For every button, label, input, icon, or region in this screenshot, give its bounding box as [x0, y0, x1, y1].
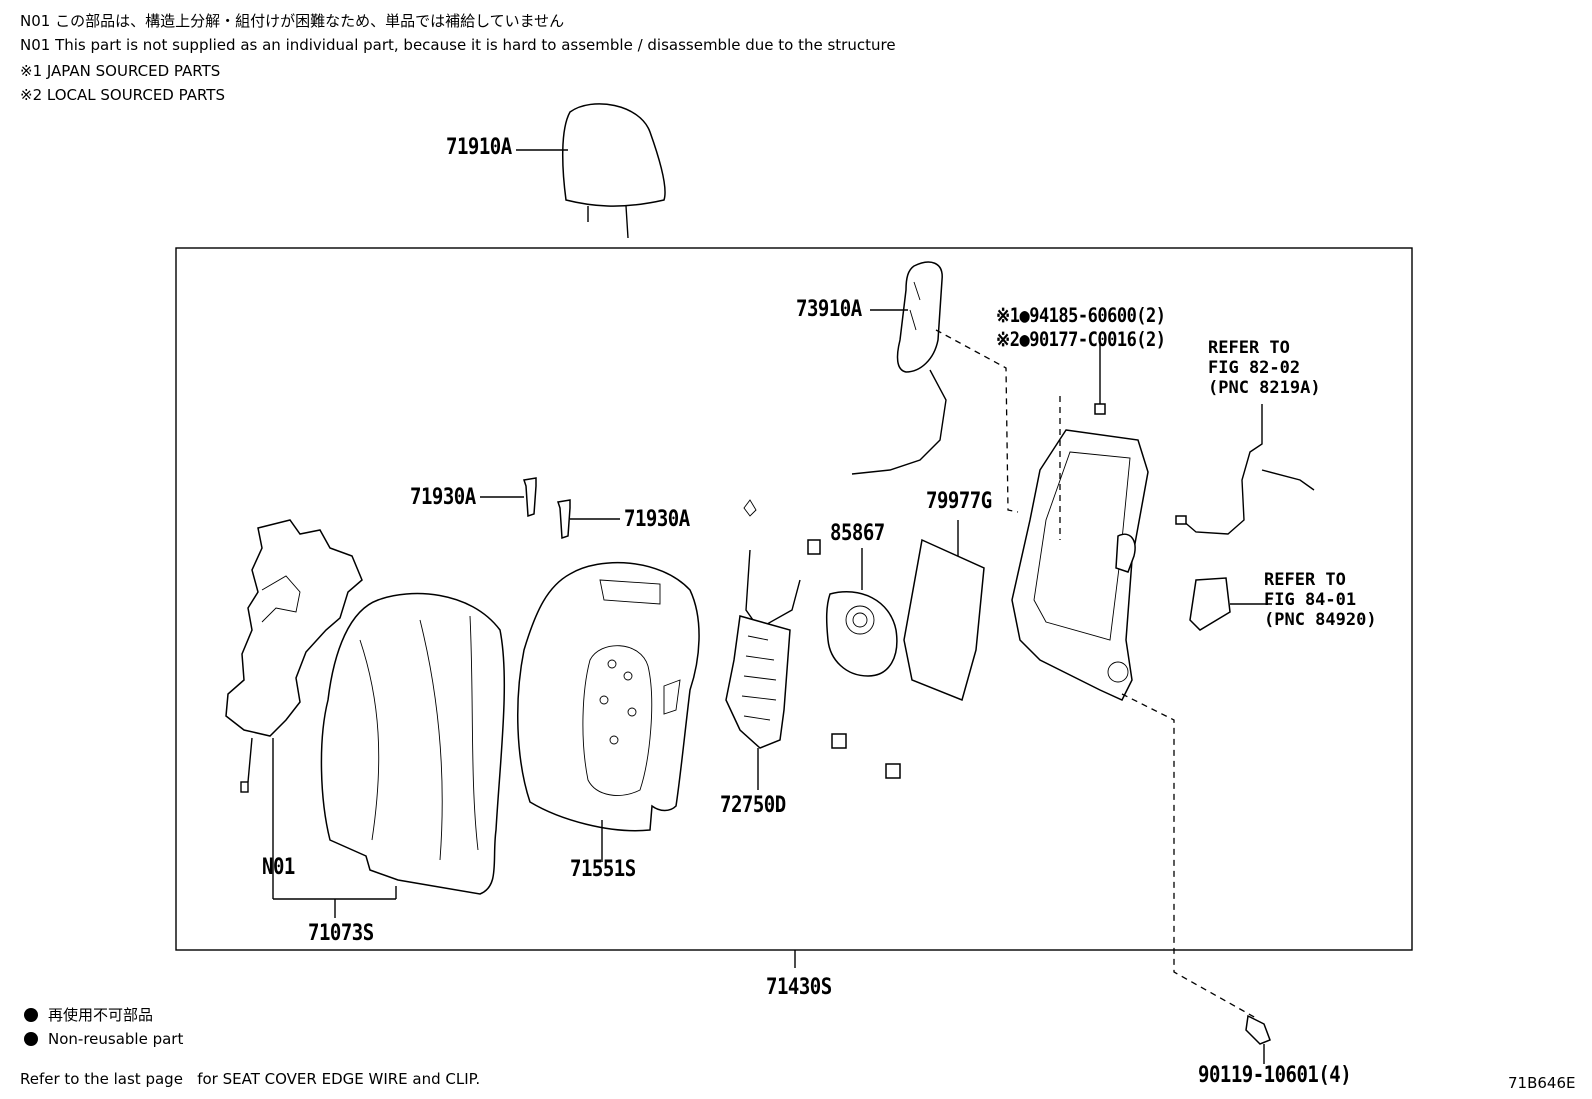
- pin-right-part: [557, 499, 620, 540]
- diagram-code: 71B646E: [1508, 1074, 1576, 1092]
- note-english: N01 This part is not supplied as an indi…: [20, 36, 896, 54]
- callout-71430S: 71430S: [766, 974, 832, 1000]
- seatback-board-part: [903, 520, 985, 702]
- callout-94185-60600: ※1●94185-60600(2): [996, 304, 1166, 328]
- note-japanese: N01 この部品は、構造上分解・組付けが困難なため、単品では補給していません: [20, 12, 565, 30]
- seat-cover-part: [320, 592, 506, 895]
- pin-left-part: [480, 477, 537, 518]
- reference-switch-fig-84-01: REFER TO FIG 84-01 (PNC 84920): [1264, 570, 1377, 630]
- callout-73910A: 73910A: [796, 296, 862, 322]
- callout-85867: 85867: [830, 520, 885, 546]
- lumbar-support-part: [725, 499, 901, 790]
- callout-71551S: 71551S: [570, 856, 636, 882]
- note-local-sourced: ※2 LOCAL SOURCED PARTS: [20, 86, 225, 104]
- note-japan-sourced: ※1 JAPAN SOURCED PARTS: [20, 62, 221, 80]
- callout-71073S: 71073S: [308, 920, 374, 946]
- reference-line: FIG 84-01: [1264, 590, 1357, 610]
- seat-heater-part: [225, 519, 397, 918]
- callout-90119-10601: 90119-10601(4): [1198, 1062, 1352, 1088]
- seat-pad-part: [517, 561, 700, 862]
- legend-non-reusable-ja: 再使用不可部品: [24, 1004, 153, 1025]
- side-airbag-part: [851, 261, 1019, 513]
- control-module-part: [825, 548, 898, 677]
- seat-switch-part: [1189, 577, 1272, 631]
- seat-frame-part: [1011, 344, 1257, 1019]
- non-reusable-dot-icon: [24, 1032, 38, 1046]
- callout-79977G: 79977G: [926, 488, 992, 514]
- legend-label: 再使用不可部品: [48, 1006, 154, 1024]
- callout-71930A-left: 71930A: [410, 484, 476, 510]
- reference-line: REFER TO: [1264, 570, 1346, 590]
- reference-line: (PNC 84920): [1264, 610, 1377, 630]
- non-reusable-dot-icon: [24, 1008, 38, 1022]
- reference-line: REFER TO: [1208, 338, 1290, 358]
- headrest-part: [516, 103, 666, 239]
- legend-non-reusable-en: Non-reusable part: [24, 1030, 183, 1048]
- callout-N01: N01: [262, 854, 295, 880]
- legend-label: Non-reusable part: [48, 1030, 184, 1048]
- callout-90177-C0016: ※2●90177-C0016(2): [996, 328, 1166, 352]
- assembly-boundary: [175, 247, 1413, 951]
- footer-note: Refer to the last page for SEAT COVER ED…: [20, 1070, 481, 1088]
- reference-line: FIG 82-02: [1208, 358, 1301, 378]
- callout-71910A: 71910A: [446, 134, 512, 160]
- callout-72750D: 72750D: [720, 792, 786, 818]
- reference-line: (PNC 8219A): [1208, 378, 1321, 398]
- reference-wire-fig-82-02: REFER TO FIG 82-02 (PNC 8219A): [1208, 338, 1321, 398]
- screw-part: [1245, 1014, 1271, 1064]
- seat-wire-harness-part: [1175, 404, 1315, 535]
- callout-71930A-right: 71930A: [624, 506, 690, 532]
